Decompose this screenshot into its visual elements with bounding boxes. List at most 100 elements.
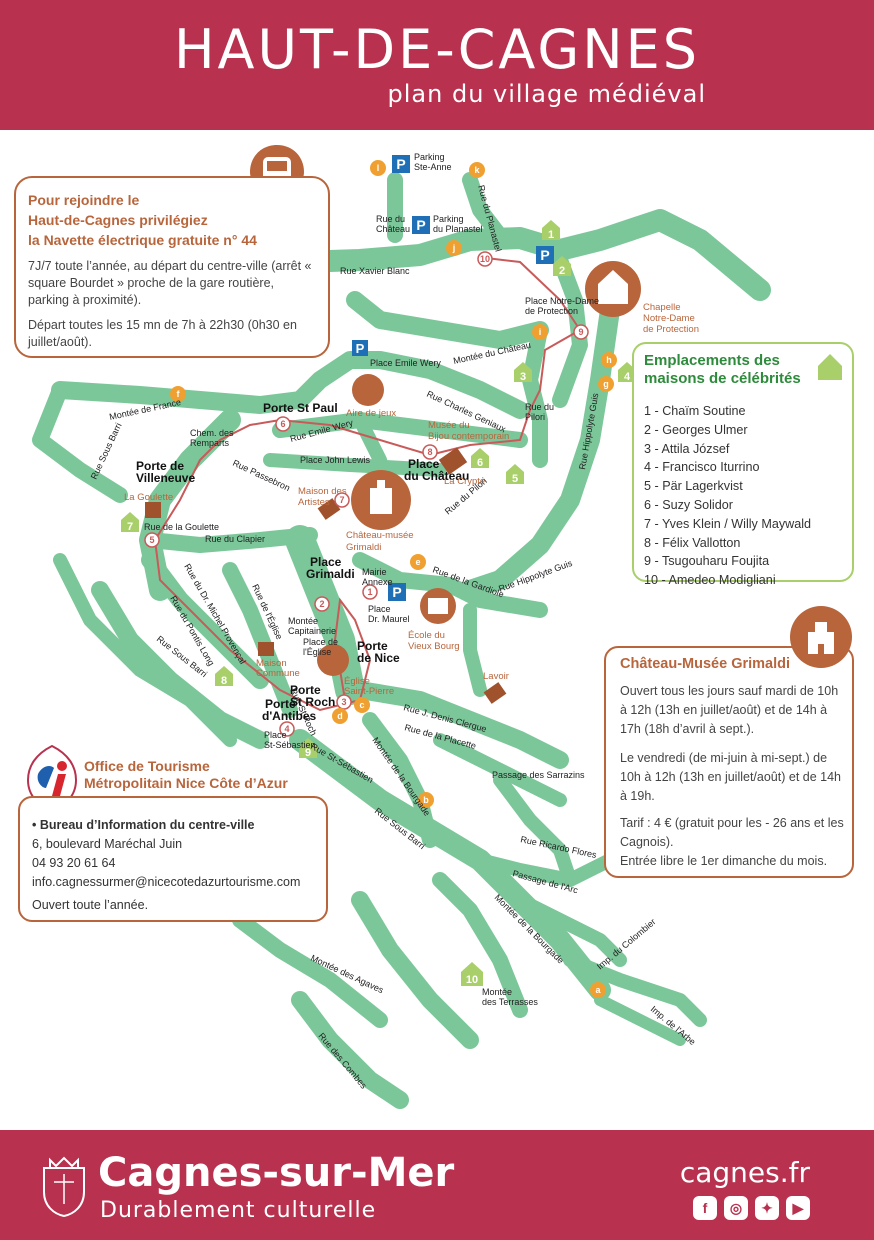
celebrities-heading: Emplacements des maisons de célébrités bbox=[644, 352, 801, 387]
label-eglise-st-pierre-2: Saint-Pierre bbox=[344, 686, 394, 697]
list-item: 7 - Yves Klein / Willy Maywald bbox=[644, 516, 812, 531]
chateau-heading: Château-Musée Grimaldi bbox=[620, 656, 791, 672]
label-porte-villeneuve: Porte de bbox=[136, 459, 184, 473]
label-rue-xavier-blanc: Rue Xavier Blanc bbox=[340, 266, 410, 276]
chateau-card: Château-Musée Grimaldi Ouvert tous les j… bbox=[604, 646, 854, 878]
list-item: 3 - Attila József bbox=[644, 441, 730, 456]
letter-markers[interactable]: a b c d e f g h i j k l bbox=[170, 160, 617, 998]
svg-text:6: 6 bbox=[477, 457, 483, 469]
instagram-icon[interactable]: ◎ bbox=[724, 1196, 748, 1220]
svg-text:P: P bbox=[540, 247, 549, 263]
label-porte-st-roch: Porte bbox=[290, 683, 321, 697]
youtube-icon[interactable]: ▶ bbox=[786, 1196, 810, 1220]
transport-description: 7J/7 toute l’année, au départ du centre-… bbox=[28, 259, 312, 307]
label-rue-du-chateau-2: Château bbox=[376, 224, 410, 234]
list-item: 10 - Amedeo Modigliani bbox=[644, 573, 776, 588]
label-chem-des-remparts: Chem. des bbox=[190, 428, 234, 438]
parking-markers[interactable]: P P P P P bbox=[352, 155, 554, 601]
list-item: 1 - Chaïm Soutine bbox=[644, 404, 746, 418]
list-item: 8 - Félix Vallotton bbox=[644, 535, 741, 550]
maison-commune-marker[interactable] bbox=[258, 642, 274, 656]
label-rue-du-pilori: Rue du bbox=[525, 402, 554, 412]
label-la-crypte: La Crypte bbox=[444, 476, 485, 487]
office-open: Ouvert toute l’année. bbox=[32, 898, 149, 912]
label-chapelle-3: de Protection bbox=[643, 324, 699, 335]
svg-text:4: 4 bbox=[284, 724, 289, 734]
label-porte-de-nice: Porte bbox=[357, 639, 388, 653]
svg-text:4: 4 bbox=[624, 371, 631, 383]
label-ecole-2: Vieux Bourg bbox=[408, 641, 460, 652]
maison-artistes-marker[interactable] bbox=[317, 498, 341, 520]
list-item: 4 - Francisco Iturrino bbox=[644, 460, 760, 475]
svg-text:f: f bbox=[177, 389, 181, 399]
svg-text:8: 8 bbox=[221, 675, 227, 687]
label-rue-sous-barri: Rue Sous Barri bbox=[89, 421, 124, 481]
label-parking-ste-anne-2: Ste-Anne bbox=[414, 162, 452, 172]
label-place-emile-wery: Place Emile Wery bbox=[370, 358, 441, 368]
ecole-marker[interactable] bbox=[420, 588, 456, 624]
svg-text:9: 9 bbox=[578, 327, 583, 337]
musee-bijou-marker[interactable] bbox=[438, 447, 468, 475]
label-musee-bijou-2: Bijou contemporain bbox=[428, 431, 509, 442]
facebook-icon[interactable]: f bbox=[693, 1196, 717, 1220]
svg-text:P: P bbox=[356, 341, 365, 356]
svg-text:g: g bbox=[603, 379, 609, 389]
celebrities-list: 1 - Chaïm Soutine 2 - Georges Ulmer 3 - … bbox=[644, 402, 842, 590]
eglise-marker[interactable] bbox=[317, 644, 349, 676]
twitter-icon[interactable]: ✦ bbox=[755, 1196, 779, 1220]
label-chapelle: Chapelle bbox=[643, 302, 681, 313]
label-la-goulette: La Goulette bbox=[124, 492, 173, 503]
label-porte-d-antibes-2: d'Antibes bbox=[262, 709, 317, 723]
list-item: 2 - Georges Ulmer bbox=[644, 422, 748, 437]
house-icon bbox=[818, 354, 842, 380]
gate-labels: Porte St Paul Porte de Villeneuve Porte … bbox=[136, 401, 469, 723]
svg-text:7: 7 bbox=[127, 521, 133, 533]
village-map[interactable]: P P P P P 1 2 3 4 5 6 7 8 9 10 1 2 3 4 5… bbox=[0, 130, 874, 1130]
office-phone[interactable]: 04 93 20 61 64 bbox=[32, 856, 116, 870]
svg-text:3: 3 bbox=[341, 697, 346, 707]
website-link[interactable]: cagnes.fr bbox=[679, 1156, 810, 1189]
svg-text:9: 9 bbox=[305, 747, 311, 759]
svg-text:h: h bbox=[606, 355, 612, 365]
svg-text:j: j bbox=[452, 243, 456, 253]
celebrities-card: Emplacements des maisons de célébrités 1… bbox=[632, 342, 854, 587]
label-lavoir: Lavoir bbox=[483, 671, 509, 682]
label-passage-sarrazins: Passage des Sarrazins bbox=[492, 770, 585, 780]
label-place-grimaldi: Place bbox=[310, 555, 342, 569]
label-montee-des-terrasses-2: des Terrasses bbox=[482, 997, 538, 1007]
transport-schedule: Départ toutes les 15 mn de 7h à 22h30 (0… bbox=[28, 318, 297, 349]
city-name: Cagnes-sur-Mer bbox=[98, 1150, 455, 1196]
label-place-notre-dame: Place Notre-Dame bbox=[525, 296, 599, 306]
svg-text:5: 5 bbox=[149, 535, 154, 545]
route-stop-markers[interactable]: 1 2 3 4 5 6 7 8 9 10 bbox=[144, 251, 589, 737]
chateau-grimaldi-marker[interactable] bbox=[351, 470, 411, 530]
office-bureau: • Bureau d’Information du centre-ville bbox=[32, 818, 255, 832]
label-place-de-l-eglise: Place de bbox=[303, 637, 338, 647]
label-parking-ste-anne: Parking bbox=[414, 152, 445, 162]
svg-text:P: P bbox=[396, 156, 405, 172]
svg-text:i: i bbox=[539, 327, 542, 337]
svg-text:l: l bbox=[377, 163, 380, 173]
label-rue-du-chateau: Rue du bbox=[376, 214, 405, 224]
label-place-john-lewis: Place John Lewis bbox=[300, 455, 371, 465]
svg-text:2: 2 bbox=[319, 599, 324, 609]
label-place-du-chateau: Place bbox=[408, 457, 440, 471]
city-crest-icon bbox=[43, 1156, 85, 1218]
la-goulette-marker[interactable] bbox=[145, 502, 161, 518]
label-maison-commune-2: Commune bbox=[256, 668, 300, 679]
label-montee-capitainerie-2: Capitainerie bbox=[288, 626, 336, 636]
label-rue-du-clapier: Rue du Clapier bbox=[205, 534, 265, 544]
label-aire-de-jeux: Aire de jeux bbox=[346, 408, 396, 419]
label-mairie-annexe-2: Annexe bbox=[362, 577, 393, 587]
label-eglise-st-pierre: Église bbox=[344, 676, 370, 687]
label-place-st-sebastien-2: St-Sébastien bbox=[264, 740, 316, 750]
chapelle-marker[interactable] bbox=[585, 261, 641, 317]
svg-text:1: 1 bbox=[367, 587, 372, 597]
svg-text:b: b bbox=[423, 795, 429, 805]
celebrity-house-markers[interactable]: 1 2 3 4 5 6 7 8 9 10 bbox=[121, 220, 636, 986]
playground-marker[interactable] bbox=[352, 374, 384, 406]
label-montee-capitainerie: Montée bbox=[288, 616, 318, 626]
page-title: HAUT-DE-CAGNES bbox=[173, 18, 701, 81]
office-email[interactable]: info.cagnessurmer@nicecotedazurtourisme.… bbox=[32, 875, 301, 889]
lavoir-marker[interactable] bbox=[483, 682, 507, 704]
